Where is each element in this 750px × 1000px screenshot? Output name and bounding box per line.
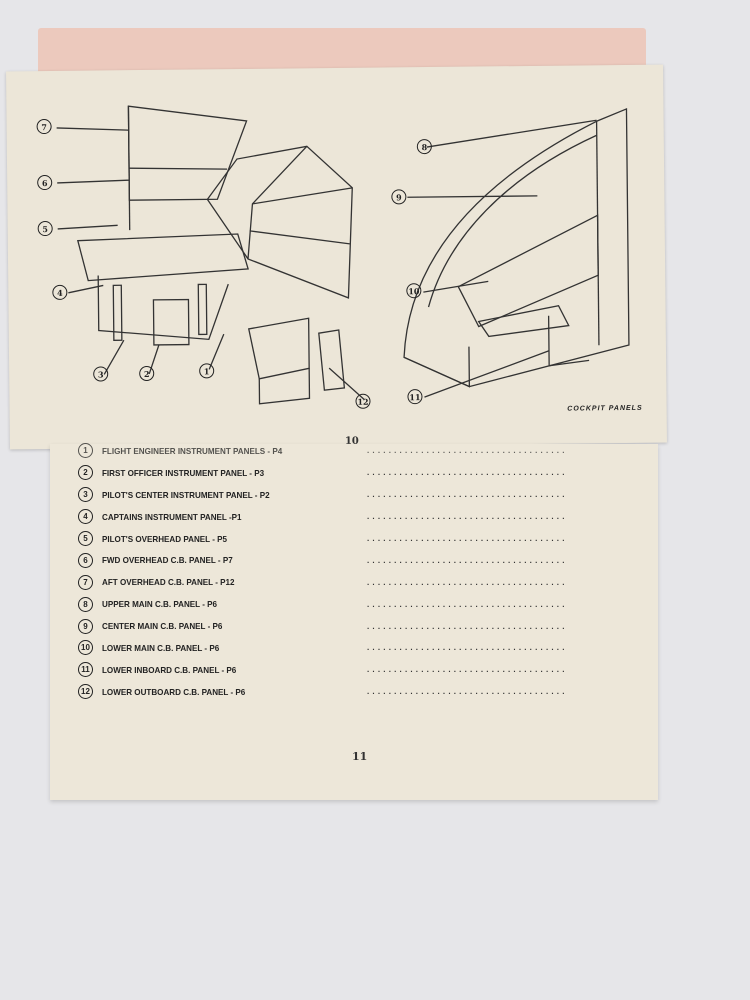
- dot-leader: .....................................: [367, 446, 568, 456]
- list-item: 10 LOWER MAIN C.B. PANEL - P6............…: [78, 637, 599, 659]
- list-item: 2 FIRST OFFICER INSTRUMENT PANEL - P3....…: [78, 462, 599, 484]
- item-label: PILOT'S CENTER INSTRUMENT PANEL - P2: [102, 489, 270, 500]
- dot-leader: .....................................: [367, 599, 568, 609]
- callout-12: 12: [355, 393, 371, 409]
- item-number: 7: [78, 574, 93, 590]
- list-item: 9 CENTER MAIN C.B. PANEL - P6............…: [78, 615, 599, 637]
- item-label: FIRST OFFICER INSTRUMENT PANEL - P3: [102, 467, 265, 478]
- item-label: LOWER MAIN C.B. PANEL - P6: [102, 642, 220, 653]
- list-item: 11 LOWER INBOARD C.B. PANEL - P6.........…: [78, 659, 599, 681]
- callout-4: 4: [52, 284, 68, 300]
- list-item: 1 FLIGHT ENGINEER INSTRUMENT PANELS - P4.…: [78, 440, 599, 462]
- item-number: 12: [78, 684, 93, 700]
- callout-10: 10: [406, 283, 422, 299]
- list-item: 5 PILOT'S OVERHEAD PANEL - P5............…: [78, 528, 599, 550]
- dot-leader: .....................................: [367, 555, 568, 565]
- item-number: 1: [78, 443, 93, 459]
- panel-list: 1 FLIGHT ENGINEER INSTRUMENT PANELS - P4.…: [78, 443, 599, 703]
- callout-11: 11: [407, 389, 423, 405]
- page-11: 1 FLIGHT ENGINEER INSTRUMENT PANELS - P4.…: [50, 443, 658, 800]
- item-label: PILOT'S OVERHEAD PANEL - P5: [102, 533, 228, 544]
- dot-leader: .....................................: [367, 577, 568, 587]
- item-label: FWD OVERHEAD C.B. PANEL - P7: [102, 555, 233, 566]
- dot-leader: .....................................: [367, 490, 568, 500]
- list-item: 8 UPPER MAIN C.B. PANEL - P6.............…: [78, 593, 599, 615]
- item-label: UPPER MAIN C.B. PANEL - P6: [102, 599, 218, 610]
- callout-5: 5: [37, 220, 53, 237]
- list-item: 7 AFT OVERHEAD C.B. PANEL - P12..........…: [78, 571, 599, 593]
- figure-caption: COCKPIT PANELS: [567, 404, 643, 413]
- list-item: 6 FWD OVERHEAD C.B. PANEL - P7...........…: [78, 549, 599, 571]
- callout-8: 8: [416, 138, 432, 155]
- dot-leader: .....................................: [367, 621, 568, 631]
- dot-leader: .....................................: [367, 468, 568, 478]
- item-label: CENTER MAIN C.B. PANEL - P6: [102, 621, 223, 632]
- item-label: CAPTAINS INSTRUMENT PANEL -P1: [102, 511, 242, 522]
- dot-leader: .....................................: [367, 665, 568, 675]
- dot-leader: .....................................: [367, 643, 568, 653]
- callout-2: 2: [139, 365, 155, 382]
- page-10: 7 6 5 4 3 2 1 12 8 9 10 11 COCKPIT PANEL…: [6, 64, 667, 450]
- callout-1: 1: [199, 363, 215, 379]
- item-number: 6: [78, 552, 93, 568]
- dot-leader: .....................................: [367, 512, 568, 522]
- item-number: 2: [78, 465, 93, 481]
- item-number: 10: [78, 640, 93, 656]
- list-item: 4 CAPTAINS INSTRUMENT PANEL -P1..........…: [78, 506, 599, 528]
- item-number: 4: [78, 509, 93, 525]
- item-number: 11: [78, 662, 93, 678]
- dot-leader: .....................................: [367, 687, 568, 697]
- item-label: LOWER INBOARD C.B. PANEL - P6: [102, 664, 237, 675]
- callout-7: 7: [36, 118, 52, 135]
- callout-6: 6: [37, 174, 53, 191]
- page-number-11: 11: [352, 750, 368, 763]
- item-number: 9: [78, 618, 93, 634]
- callout-3: 3: [93, 366, 109, 382]
- item-number: 5: [78, 531, 93, 546]
- item-label: AFT OVERHEAD C.B. PANEL - P12: [102, 577, 235, 588]
- cockpit-diagram: [56, 105, 630, 405]
- item-number: 3: [78, 487, 93, 503]
- dot-leader: .....................................: [367, 534, 568, 543]
- item-label: FLIGHT ENGINEER INSTRUMENT PANELS - P4: [102, 445, 283, 456]
- callout-9: 9: [391, 189, 407, 205]
- list-item: 3 PILOT'S CENTER INSTRUMENT PANEL - P2...…: [78, 484, 599, 506]
- item-label: LOWER OUTBOARD C.B. PANEL - P6: [102, 686, 246, 697]
- list-item: 12 LOWER OUTBOARD C.B. PANEL - P6........…: [78, 681, 599, 703]
- item-number: 8: [78, 596, 93, 612]
